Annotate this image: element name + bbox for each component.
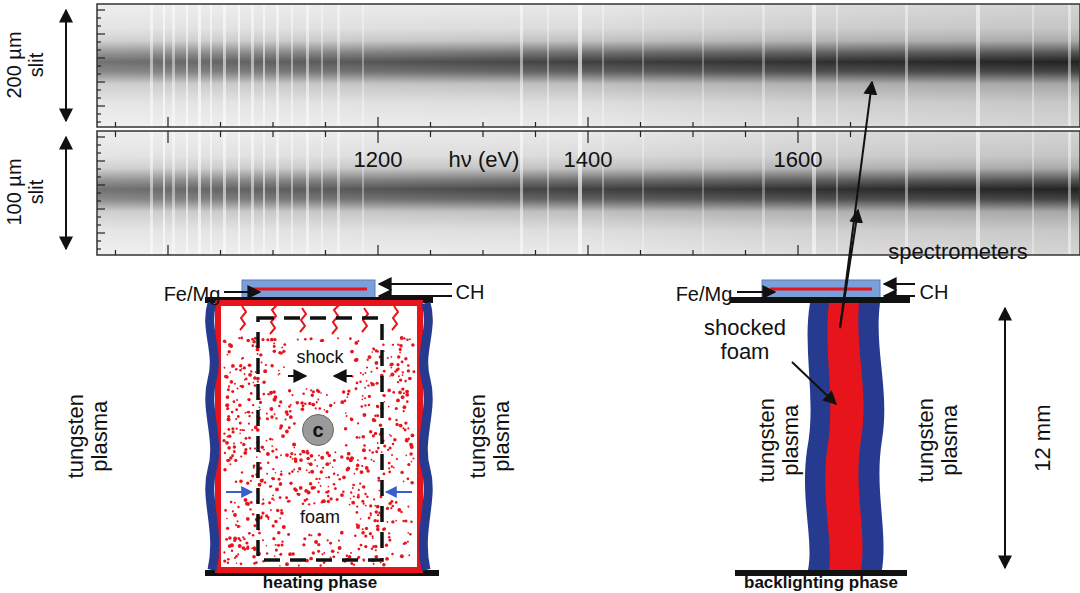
width-arrow — [65, 10, 67, 121]
heating-target — [205, 280, 452, 576]
core-label: shocked foam — [695, 316, 795, 364]
spectral-line — [150, 4, 153, 127]
spectral-line — [306, 4, 309, 127]
spectral-line — [762, 4, 765, 127]
spectral-line — [520, 4, 523, 127]
slit-width-label: 200 µm slit — [3, 25, 47, 105]
spectral-line — [362, 4, 364, 127]
spectral-line — [547, 131, 549, 255]
spectral-line — [291, 131, 293, 255]
slit-width-label: 100 µm slit — [3, 152, 47, 232]
circle-label: c — [312, 420, 323, 440]
spectral-line — [251, 4, 254, 127]
spectral-line — [172, 131, 175, 255]
spectrum-image — [97, 4, 1080, 255]
spectral-line — [223, 131, 226, 255]
spectral-line — [905, 131, 908, 255]
spectral-line — [702, 4, 704, 127]
spectral-line — [163, 4, 165, 127]
spectral-line — [337, 131, 340, 255]
spectral-line — [321, 131, 323, 255]
foam-label: foam — [300, 508, 340, 528]
spectral-line — [172, 4, 175, 127]
axis-tick-label: 1600 — [774, 148, 823, 172]
spectral-line — [276, 131, 279, 255]
spectral-line — [762, 131, 765, 255]
spectral-line — [163, 131, 165, 255]
spectral-line — [812, 4, 816, 127]
axis-tick-label: 1200 — [354, 148, 403, 172]
spectral-line — [251, 131, 254, 255]
spectral-line — [276, 4, 279, 127]
plasma-label: tungsten plasma — [64, 381, 112, 491]
spectral-line — [602, 4, 604, 127]
spectral-line — [210, 131, 212, 255]
spectral-line — [263, 131, 265, 255]
spectral-line — [186, 4, 188, 127]
dimension-arrow — [1004, 308, 1006, 568]
spectral-line — [642, 4, 644, 127]
spectral-line — [1032, 4, 1034, 127]
axis-tick-label: 1400 — [564, 148, 613, 172]
phase-label: backlighting phase — [744, 574, 898, 592]
spectral-line — [702, 131, 704, 255]
plasma-label: tungsten plasma — [755, 385, 803, 495]
shock-label: shock — [296, 348, 343, 368]
spectral-line — [836, 131, 838, 255]
spectral-line — [198, 4, 201, 127]
spectral-line — [1068, 4, 1071, 127]
spectral-line — [291, 4, 293, 127]
target-label: Fe/Mg — [164, 283, 221, 305]
layer-label: CH — [456, 281, 485, 303]
spectral-line — [642, 131, 644, 255]
plasma-label: tungsten plasma — [466, 381, 514, 491]
spectral-line — [150, 131, 153, 255]
spectral-line — [263, 4, 265, 127]
layer-label: CH — [920, 281, 949, 303]
axis-title: hν (eV) — [449, 148, 520, 172]
spectral-line — [223, 4, 226, 127]
spectral-line — [306, 131, 309, 255]
target-label: Fe/Mg — [676, 283, 733, 305]
spectral-line — [321, 4, 323, 127]
spectral-line — [1068, 131, 1071, 255]
spectral-line — [238, 4, 240, 127]
dimension-label: 12 mm — [1031, 404, 1055, 471]
spectral-line — [198, 131, 201, 255]
spectral-line — [905, 4, 908, 127]
spectral-line — [976, 131, 980, 255]
spectral-line — [976, 4, 980, 127]
spectral-line — [578, 4, 582, 127]
plasma-label: tungsten plasma — [914, 385, 962, 495]
spectral-line — [836, 4, 838, 127]
spectral-line — [337, 4, 340, 127]
spectral-line — [186, 131, 188, 255]
spectral-line — [238, 131, 240, 255]
spectral-line — [547, 4, 549, 127]
particle-circle: c — [302, 414, 334, 446]
phase-label: heating phase — [263, 574, 377, 592]
spectral-line — [1032, 131, 1034, 255]
heating-column — [210, 303, 429, 570]
width-arrow — [65, 137, 67, 249]
spectrometer-label: spectrometers — [888, 240, 1027, 264]
spectral-line — [520, 131, 523, 255]
spectral-line — [210, 4, 212, 127]
